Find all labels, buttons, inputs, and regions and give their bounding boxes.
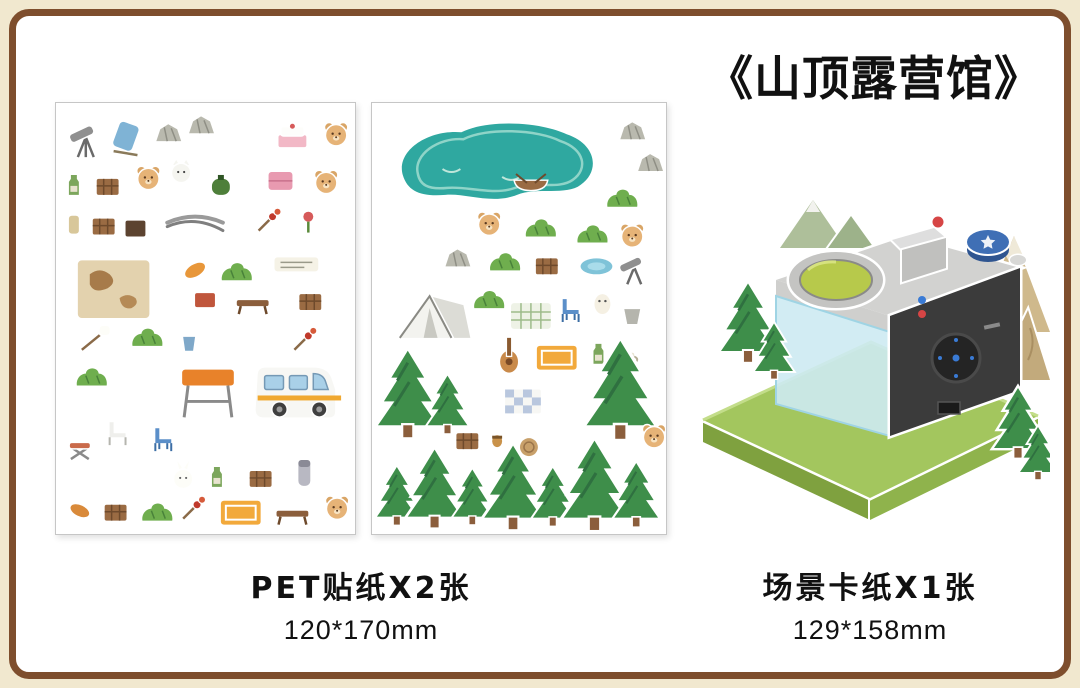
- sticker-sheet-2-art: [374, 120, 666, 534]
- viewfinder-front: [900, 235, 948, 285]
- telescope-sticker-2: [618, 256, 643, 285]
- tongs-sticker: [165, 214, 225, 233]
- acorn-sticker: [490, 433, 504, 449]
- dark-box-sticker: [123, 218, 148, 239]
- map-sticker: [75, 257, 152, 321]
- flower-sticker: [301, 210, 315, 233]
- scene-card-art: [697, 196, 1050, 524]
- bunny-sticker: [172, 460, 194, 490]
- jar-sticker: [67, 214, 81, 236]
- lens-bowl: [799, 259, 873, 301]
- banner-sticker: [272, 255, 320, 274]
- cake-sticker: [276, 123, 309, 149]
- log-slice-sticker: [518, 436, 540, 458]
- sticker-sheet-2: [371, 102, 667, 535]
- leaf-sticker: [183, 261, 207, 280]
- pink-box-sticker: [266, 170, 295, 192]
- thermos-sticker: [296, 458, 313, 488]
- left-caption-size: 120*170mm: [283, 615, 439, 645]
- star-icon: [980, 235, 996, 249]
- camp-table-sticker: [180, 367, 236, 418]
- marshmallow-sticker: [81, 324, 112, 351]
- canteen-sticker: [210, 174, 232, 197]
- scene-card: [688, 118, 1050, 550]
- folding-stool-sticker: [68, 441, 92, 461]
- blue-indicator: [918, 296, 926, 304]
- cat-sticker: [170, 157, 192, 184]
- product-title: 《山顶露营馆》: [706, 52, 1042, 107]
- red-indicator: [918, 310, 926, 318]
- left-caption: PET贴纸X2张 120*170mm: [55, 563, 667, 646]
- lake-sticker: [398, 120, 596, 202]
- left-mountains: [776, 196, 878, 250]
- right-caption-size: 129*158mm: [792, 615, 948, 645]
- cup-sticker: [181, 335, 197, 353]
- tent-sticker: [394, 291, 474, 341]
- sticker-sheet-1-art: [67, 114, 350, 527]
- camper-van-sticker: [253, 365, 342, 420]
- boat-sticker: [513, 173, 549, 192]
- right-caption: 场景卡纸X1张 129*158mm: [700, 563, 1040, 646]
- pond-sticker: [578, 256, 615, 277]
- guitar-sticker: [498, 336, 520, 375]
- deck-chair-sticker: [111, 120, 141, 157]
- white-chair-sticker: [108, 420, 128, 446]
- bucket-sticker: [622, 307, 642, 326]
- shutter-button: [931, 215, 945, 229]
- sticker-sheet-1: [55, 102, 356, 535]
- red-box-sticker: [193, 291, 217, 309]
- left-caption-text: PET贴纸X2张: [250, 571, 472, 606]
- telescope-sticker: [68, 125, 95, 158]
- leaf-sticker-2: [69, 502, 91, 519]
- pine-forest-row: [374, 441, 658, 530]
- right-caption-text: 场景卡纸X1张: [762, 571, 978, 606]
- owl-sticker: [592, 292, 612, 316]
